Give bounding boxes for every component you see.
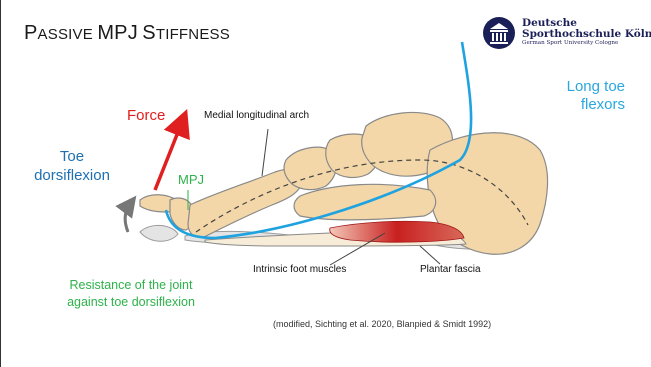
fascia-pointer-line: [420, 246, 440, 264]
plantar-fascia-label: Plantar fascia: [420, 264, 481, 275]
intrinsic-muscles-label: Intrinsic foot muscles: [253, 264, 346, 275]
toe-dorsiflexion-label-2: dorsiflexion: [22, 167, 122, 184]
resistance-label-2: against toe dorsiflexion: [36, 295, 226, 309]
citation: (modified, Sichting et al. 2020, Blanpie…: [273, 319, 491, 329]
toe-dorsiflexion-arrow-icon: [125, 204, 130, 232]
medial-arch-label: Medial longitudinal arch: [204, 110, 309, 121]
intrinsic-foot-muscle: [330, 221, 464, 242]
force-label: Force: [127, 107, 165, 124]
long-toe-label-2: flexors: [545, 96, 625, 113]
toe-dorsiflexion-label-1: Toe: [22, 148, 122, 165]
resistance-label-1: Resistance of the joint: [36, 278, 226, 292]
mpj-label: MPJ: [178, 172, 204, 187]
long-toe-label-1: Long toe: [545, 78, 625, 95]
arch-pointer-line: [262, 129, 268, 176]
